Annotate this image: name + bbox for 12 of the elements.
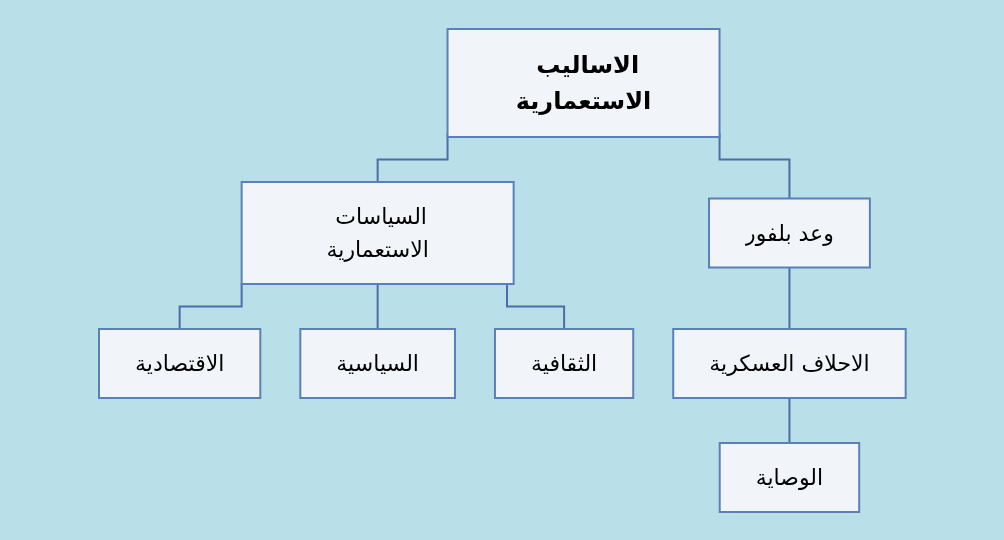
node-box: السياسية <box>298 327 456 399</box>
node-box: الاحلاف العسكرية <box>671 327 907 399</box>
node-box: الاساليب الاستعمارية <box>446 27 721 138</box>
node-box: الثقافية <box>493 327 634 399</box>
connector <box>376 282 379 330</box>
node-box: السياسات الاستعمارية <box>240 180 515 285</box>
connector <box>788 266 791 330</box>
node-box: الوصاية <box>718 441 860 513</box>
connector <box>505 282 565 330</box>
connector <box>788 396 791 444</box>
node-box: الاقتصادية <box>97 327 261 399</box>
connector <box>178 282 243 330</box>
